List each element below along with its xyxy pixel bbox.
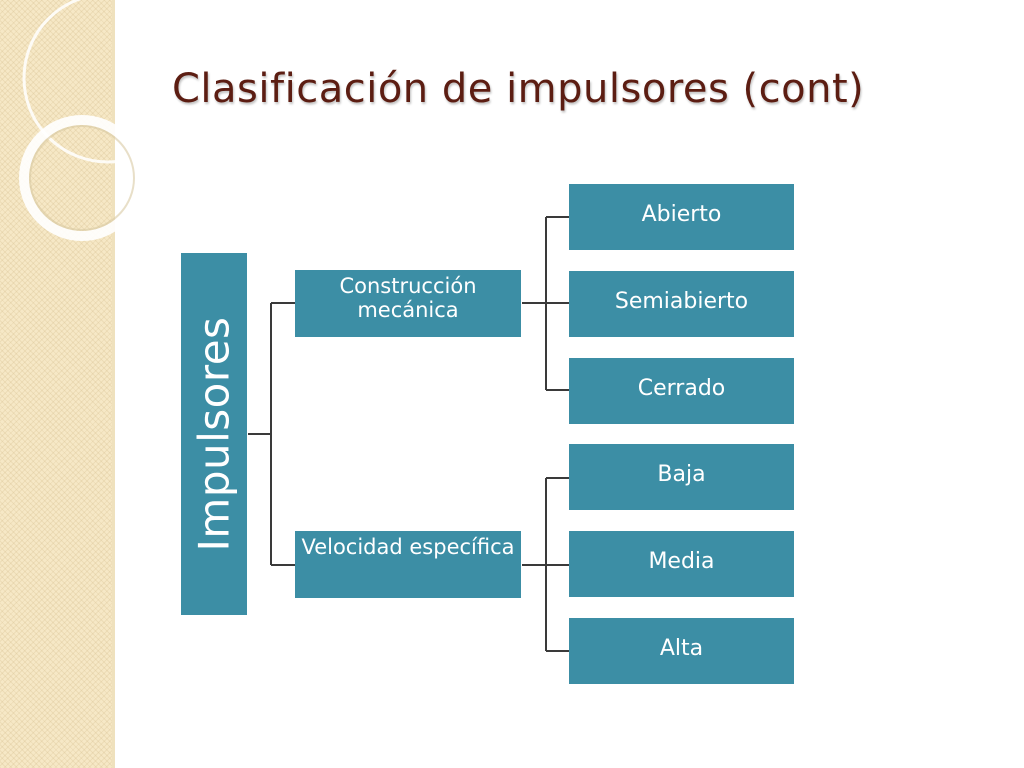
leaf-node-label: Alta xyxy=(659,636,704,661)
slide-title: Clasificación de impulsores (cont) xyxy=(172,66,865,112)
leaf-node-label: Baja xyxy=(657,462,706,487)
leaf-node-label: Media xyxy=(648,549,715,574)
leaf-node-cerrado: Cerrado xyxy=(569,358,794,424)
connector-root-to-branches xyxy=(248,302,295,566)
leaf-node-abierto: Abierto xyxy=(569,184,794,250)
leaf-node-label: Cerrado xyxy=(637,376,726,401)
root-node-label: Impulsores xyxy=(189,316,239,552)
side-band-edge xyxy=(112,0,115,768)
leaf-node-baja: Baja xyxy=(569,444,794,510)
connector-branch-1-to-leaves xyxy=(522,216,569,391)
leaf-node-label: Semiabierto xyxy=(614,289,749,314)
decorative-ring-large xyxy=(22,0,160,164)
leaf-node-alta: Alta xyxy=(569,618,794,684)
branch-node-velocidad-especifica: Velocidad específica xyxy=(295,531,521,598)
decorative-ring-small xyxy=(19,115,145,241)
branch-node-construccion-mecanica: Construcción mecánica xyxy=(295,270,521,337)
branch-node-label: Velocidad específica xyxy=(301,535,515,559)
decorative-rings xyxy=(19,0,160,241)
root-node-impulsores: Impulsores xyxy=(181,253,247,615)
leaf-node-media: Media xyxy=(569,531,794,597)
leaf-node-label: Abierto xyxy=(641,202,722,227)
leaf-node-semiabierto: Semiabierto xyxy=(569,271,794,337)
connector-branch-2-to-leaves xyxy=(522,477,569,652)
branch-node-label: Construcción mecánica xyxy=(339,274,477,323)
decorative-ring-small-shadow xyxy=(29,125,135,231)
